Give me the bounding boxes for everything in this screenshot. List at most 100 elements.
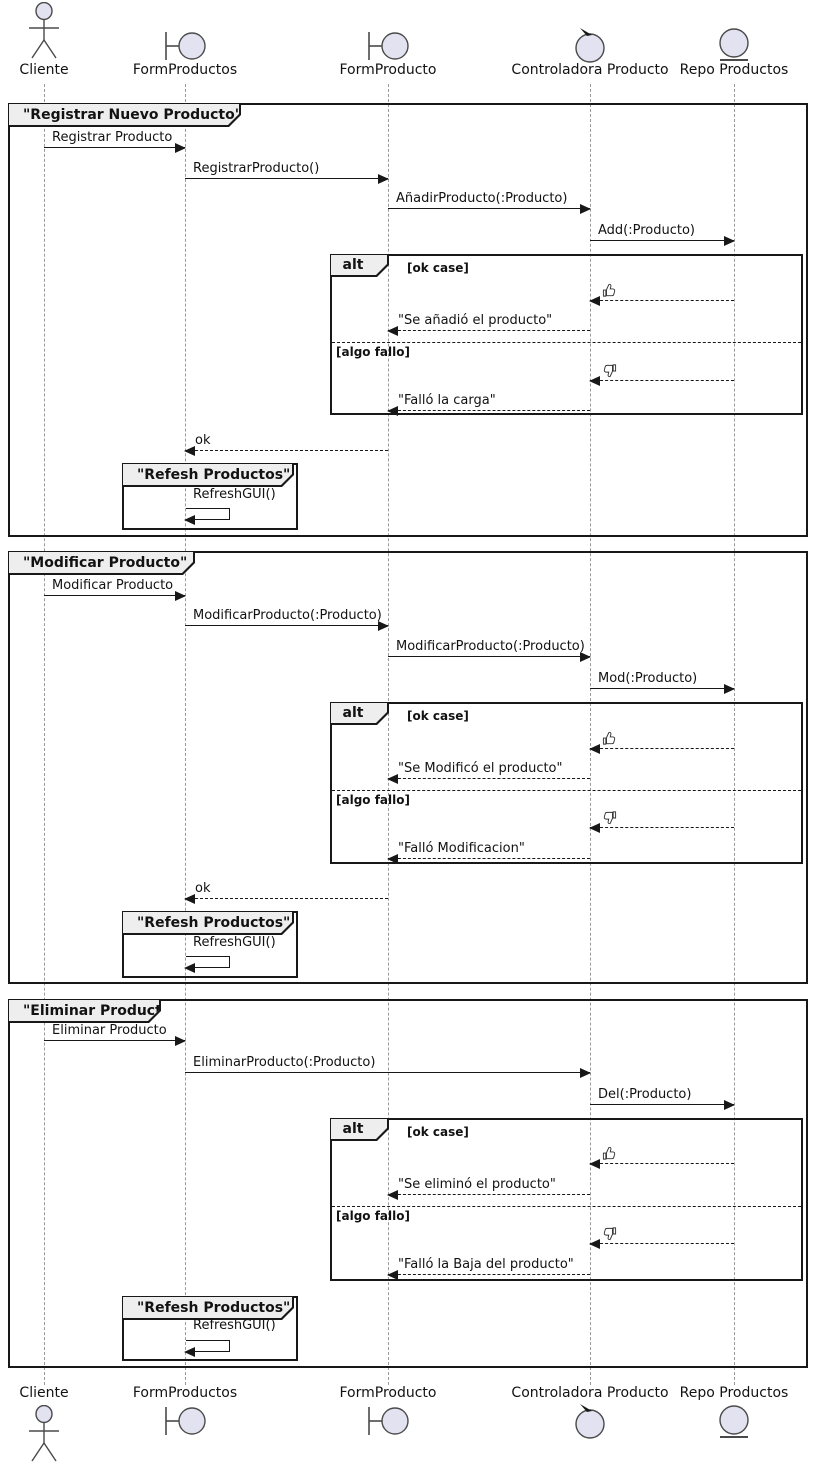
actor-icon [26,1,62,60]
alt-fragment: alt [ok case] [algo fallo] [330,1118,803,1281]
message-eliminar-producto: Eliminar Producto [44,1022,186,1046]
message-result-thumbs-up [589,282,734,306]
message-se-elimino: "Se eliminó el producto" [387,1176,590,1200]
lifeline-formproductos [185,84,186,1385]
message-label: Modificar Producto [52,578,174,593]
message-label: ok [195,881,211,896]
message-label: "Se eliminó el producto" [398,1177,556,1192]
participant-label-formproductos: FormProductos [132,1385,238,1401]
frame-title-tab: "Registrar Nuevo Producto" [9,104,241,127]
alt-operator-tab: alt [331,1119,389,1141]
message-eliminarproducto-call: EliminarProducto(:Producto) [185,1054,591,1078]
message-label: ModificarProducto(:Producto) [193,608,382,623]
message-del-call: Del(:Producto) [590,1086,735,1110]
frame-title: "Refesh Productos" [123,912,292,933]
message-fallo-baja: "Falló la Baja del producto" [387,1256,590,1280]
alt-divider [332,1206,801,1207]
boundary-icon [163,29,207,63]
self-message-loop [184,1340,230,1357]
message-mod-call: Mod(:Producto) [590,670,735,694]
message-fallo-modificacion: "Falló Modificacion" [387,840,590,864]
participant-label-formproducto: FormProducto [339,1385,437,1401]
self-message-label: RefreshGUI() [193,1318,276,1333]
message-result-thumbs-up [589,730,734,754]
lifeline-cliente [44,84,45,1385]
thumbs-down-icon [602,363,617,378]
message-add-call: Add(:Producto) [590,222,735,246]
message-label: "Falló Modificacion" [398,841,525,856]
guard-ok-label: [ok case] [407,1125,469,1139]
frame-modificar-producto: "Modificar Producto" [8,551,808,984]
alt-operator-tab: alt [331,255,389,277]
self-message-label: RefreshGUI() [193,935,276,950]
message-label: EliminarProducto(:Producto) [193,1055,376,1070]
frame-title-tab: "Eliminar Producto" [9,1000,161,1023]
message-label: Add(:Producto) [598,223,696,238]
guard-ok-label: [ok case] [407,261,469,275]
boundary-icon [366,29,410,63]
guard-ok-label: [ok case] [407,709,469,723]
alt-operator-label: alt [331,255,387,275]
frame-title-tab: "Refesh Productos" [123,464,294,487]
message-anadirproducto-call: AñadirProducto(:Producto) [388,190,591,214]
message-label: Registrar Producto [52,130,173,145]
message-registrarproducto-call: RegistrarProducto() [185,160,389,184]
self-message-loop [184,508,230,525]
participant-label-controladora-producto: Controladora Producto [511,62,669,78]
alt-operator-tab: alt [331,703,389,725]
frame-title: "Registrar Nuevo Producto" [9,104,239,125]
message-result-thumbs-up [589,1145,734,1169]
guard-fail-label: [algo fallo] [336,345,410,359]
frame-title-tab: "Refesh Productos" [123,912,294,935]
alt-divider [332,342,801,343]
frame-title-tab: "Modificar Producto" [9,552,195,575]
control-icon [572,24,608,64]
thumbs-down-icon [602,1226,617,1241]
refresh-frame: "Refesh Productos" [122,1296,298,1361]
participant-label-repo-productos: Repo Productos [679,62,789,78]
alt-operator-label: alt [331,703,387,723]
message-label: Eliminar Producto [52,1023,167,1038]
frame-title: "Eliminar Producto" [9,1000,159,1021]
message-ok-return: ok [184,880,388,904]
self-message-loop [184,956,230,973]
lifeline-formproducto [388,84,389,1385]
frame-title-tab: "Refesh Productos" [123,1297,294,1320]
thumbs-down-icon [602,810,617,825]
frame-title: "Modificar Producto" [9,552,193,573]
message-label: "Falló la carga" [398,393,496,408]
message-modificarproducto-call: ModificarProducto(:Producto) [185,607,389,631]
participant-label-controladora-producto: Controladora Producto [511,1385,669,1401]
alt-operator-label: alt [331,1119,387,1139]
alt-fragment: alt [ok case] [algo fallo] [330,254,803,415]
actor-icon [26,1404,62,1463]
frame-title: "Refesh Productos" [123,464,292,485]
participant-label-formproductos: FormProductos [132,62,238,78]
thumbs-up-icon [602,283,617,298]
frame-title: "Refesh Productos" [123,1297,292,1318]
frame-eliminar-producto: "Eliminar Producto" [8,999,808,1368]
control-icon [572,1400,608,1440]
participant-label-repo-productos: Repo Productos [679,1385,789,1401]
refresh-frame: "Refesh Productos" [122,463,298,530]
message-result-thumbs-down [589,362,734,386]
alt-divider [332,790,801,791]
participant-label-cliente: Cliente [19,1385,69,1401]
message-result-thumbs-down [589,1225,734,1249]
participant-label-formproducto: FormProducto [339,62,437,78]
guard-fail-label: [algo fallo] [336,793,410,807]
guard-fail-label: [algo fallo] [336,1209,410,1223]
message-registrar-producto: Registrar Producto [44,129,186,153]
refresh-frame: "Refesh Productos" [122,911,298,978]
entity-icon [716,1402,752,1440]
message-label: Mod(:Producto) [598,671,698,686]
alt-fragment: alt [ok case] [algo fallo] [330,702,803,864]
message-result-thumbs-down [589,809,734,833]
thumbs-up-icon [602,1146,617,1161]
message-label: Del(:Producto) [598,1087,692,1102]
message-se-anadio: "Se añadió el producto" [387,312,590,336]
thumbs-up-icon [602,731,617,746]
lifeline-controladora-producto [590,84,591,1385]
message-label: "Se añadió el producto" [398,313,553,328]
